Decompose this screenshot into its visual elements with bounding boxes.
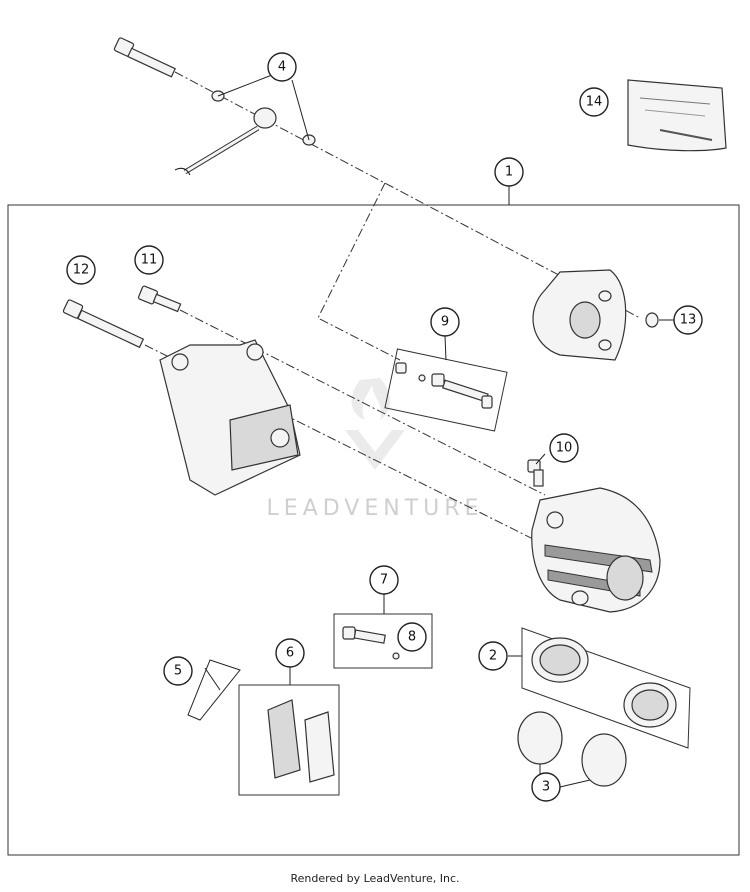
callout-9: 9 <box>430 307 460 337</box>
svg-text:8: 8 <box>408 630 416 645</box>
assembly-line-pin <box>317 182 401 361</box>
svg-text:14: 14 <box>586 95 603 110</box>
pin-kit-box <box>384 348 508 432</box>
svg-text:11: 11 <box>141 253 158 268</box>
svg-text:7: 7 <box>380 573 388 588</box>
callout-10: 10 <box>549 433 579 463</box>
piston-kit-box <box>521 627 691 749</box>
svg-text:3: 3 <box>542 780 550 795</box>
bolt-11 <box>137 285 182 313</box>
pin-bolt-top <box>113 37 176 78</box>
svg-text:10: 10 <box>556 441 573 456</box>
bolt-10 <box>527 459 544 487</box>
grease-packet <box>627 79 727 152</box>
bracket-rod <box>174 107 277 176</box>
callout-1: 1 <box>494 157 524 187</box>
leader-lines <box>217 74 674 788</box>
svg-text:1: 1 <box>505 165 513 180</box>
brake-pads-box <box>238 684 340 796</box>
svg-text:5: 5 <box>174 664 182 679</box>
assembly-frame <box>7 204 740 856</box>
footer-credit: Rendered by LeadVenture, Inc. <box>290 872 460 885</box>
caliper-bracket <box>159 339 301 496</box>
watermark-logo <box>345 378 405 470</box>
callout-7: 7 <box>369 565 399 595</box>
caliper-carrier-piece <box>532 269 627 361</box>
piston-seal-a <box>517 711 563 765</box>
piston-seal-b <box>581 733 627 787</box>
svg-text:4: 4 <box>278 60 286 75</box>
callout-5: 5 <box>163 656 193 686</box>
bleeder-screw <box>342 626 400 660</box>
svg-text:2: 2 <box>489 649 497 664</box>
callout-6: 6 <box>275 638 305 668</box>
pad-spring <box>187 659 241 721</box>
pistons <box>531 637 677 728</box>
assembly-line-bolt-11 <box>179 309 546 496</box>
callout-8: 8 <box>397 622 427 652</box>
svg-text:6: 6 <box>286 646 294 661</box>
callout-12: 12 <box>66 255 96 285</box>
brake-pads <box>267 699 335 783</box>
bolt-12 <box>62 299 145 349</box>
callout-11: 11 <box>134 245 164 275</box>
callout-2: 2 <box>478 641 508 671</box>
callout-14: 14 <box>579 87 609 117</box>
brake-caliper-body <box>531 487 661 613</box>
svg-text:12: 12 <box>73 263 90 278</box>
svg-text:13: 13 <box>680 313 697 328</box>
pin-kit-parts <box>395 362 493 409</box>
seal-ring-13 <box>645 312 659 328</box>
callout-3: 3 <box>531 772 561 802</box>
watermark-text: LEADVENTURE <box>267 496 484 521</box>
svg-text:9: 9 <box>441 315 449 330</box>
bleeder-kit-box <box>333 613 433 669</box>
callout-13: 13 <box>673 305 703 335</box>
callout-4: 4 <box>267 52 297 82</box>
